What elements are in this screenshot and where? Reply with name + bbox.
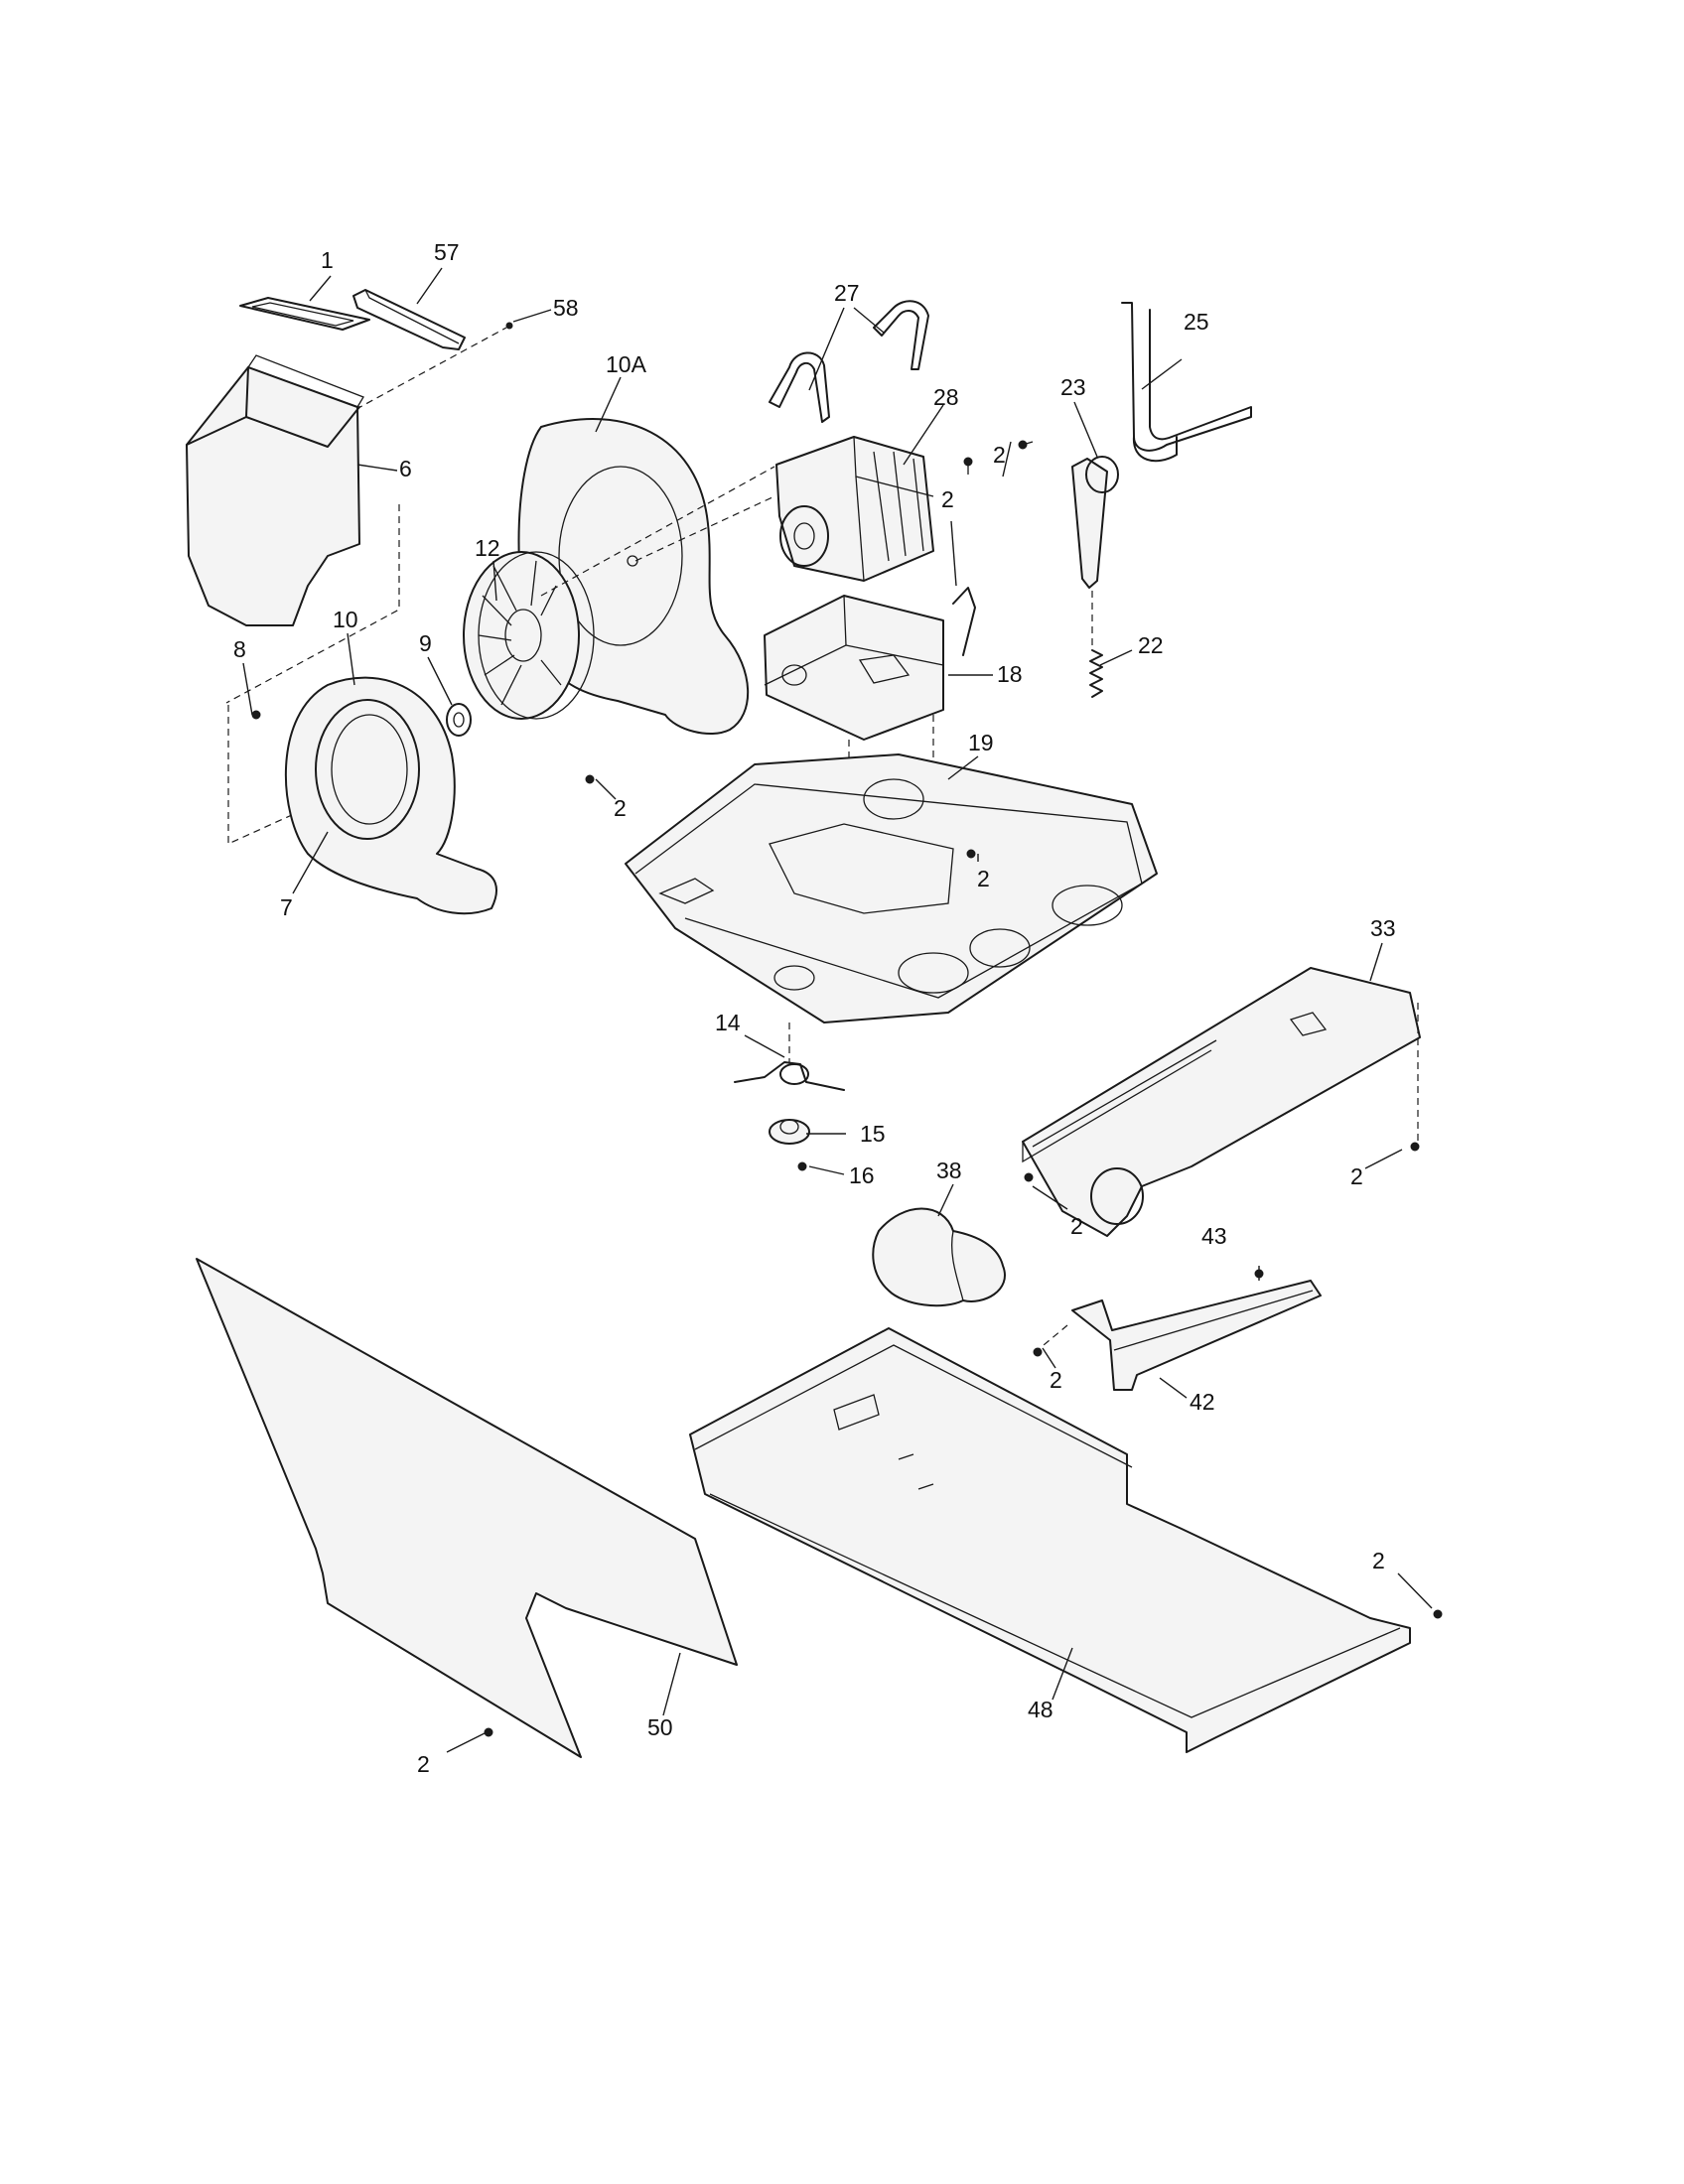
callout-2i: 2 <box>417 1751 430 1777</box>
callout-labels: 1 57 58 6 10A 12 10 9 8 7 2 27 28 2 2 18… <box>233 239 1396 1777</box>
callout-14: 14 <box>715 1010 741 1035</box>
callout-28: 28 <box>933 384 959 410</box>
callout-2b: 2 <box>993 442 1006 468</box>
part-22-spring <box>1089 649 1103 698</box>
callout-27: 27 <box>834 280 860 306</box>
part-48-base-rail <box>689 1327 1411 1753</box>
callout-23: 23 <box>1060 374 1086 400</box>
part-1-filter-frame <box>239 297 370 331</box>
part-25-belt <box>1121 302 1252 463</box>
callout-2a: 2 <box>614 795 627 821</box>
callout-2c: 2 <box>941 486 954 512</box>
callout-42: 42 <box>1190 1389 1215 1415</box>
callout-57: 57 <box>434 239 460 265</box>
callout-50: 50 <box>647 1714 673 1740</box>
callout-1: 1 <box>321 247 334 273</box>
callout-7: 7 <box>280 894 293 920</box>
callout-12: 12 <box>475 535 500 561</box>
part-42-bracket <box>1071 1280 1322 1391</box>
callout-2f: 2 <box>1350 1163 1363 1189</box>
callout-2h: 2 <box>1372 1548 1385 1573</box>
callout-19: 19 <box>968 730 994 755</box>
callout-10A: 10A <box>606 351 647 377</box>
part-6-duct <box>186 354 364 626</box>
callout-2e: 2 <box>1070 1213 1083 1239</box>
part-12-blower-wheel <box>463 551 595 720</box>
part-38-elbow <box>872 1207 1006 1307</box>
callout-9: 9 <box>419 630 432 656</box>
callout-22: 22 <box>1138 632 1164 658</box>
callout-2g: 2 <box>1050 1367 1062 1393</box>
part-10-blower-housing-front <box>284 676 497 915</box>
callout-58: 58 <box>553 295 579 321</box>
part-23-idler-arm <box>1071 456 1119 589</box>
callout-15: 15 <box>860 1121 886 1147</box>
callout-38: 38 <box>936 1158 962 1183</box>
callout-18: 18 <box>997 661 1023 687</box>
part-28-motor <box>775 436 934 582</box>
part-57-bracket <box>352 289 466 350</box>
screws <box>251 710 1443 1737</box>
part-14-leveling-foot <box>734 1061 845 1091</box>
leader-lines <box>242 267 1433 1753</box>
part-33-duct-cover <box>1022 967 1421 1237</box>
callout-43: 43 <box>1201 1223 1227 1249</box>
part-16-screw <box>797 1161 807 1171</box>
callout-16: 16 <box>849 1162 875 1188</box>
callout-33: 33 <box>1370 915 1396 941</box>
part-19-base-pan <box>625 753 1158 1024</box>
callout-10: 10 <box>333 607 358 632</box>
callout-6: 6 <box>399 456 412 481</box>
part-9-washer <box>446 703 472 737</box>
part-15-foot <box>769 1119 810 1145</box>
part-50-side-panel <box>196 1258 738 1758</box>
callout-2d: 2 <box>977 866 990 891</box>
callout-48: 48 <box>1028 1697 1053 1722</box>
part-18-motor-mount <box>764 595 944 741</box>
callout-25: 25 <box>1184 309 1209 335</box>
part-58-screw <box>505 322 513 330</box>
callout-8: 8 <box>233 636 246 662</box>
part-27-straps <box>769 300 929 423</box>
